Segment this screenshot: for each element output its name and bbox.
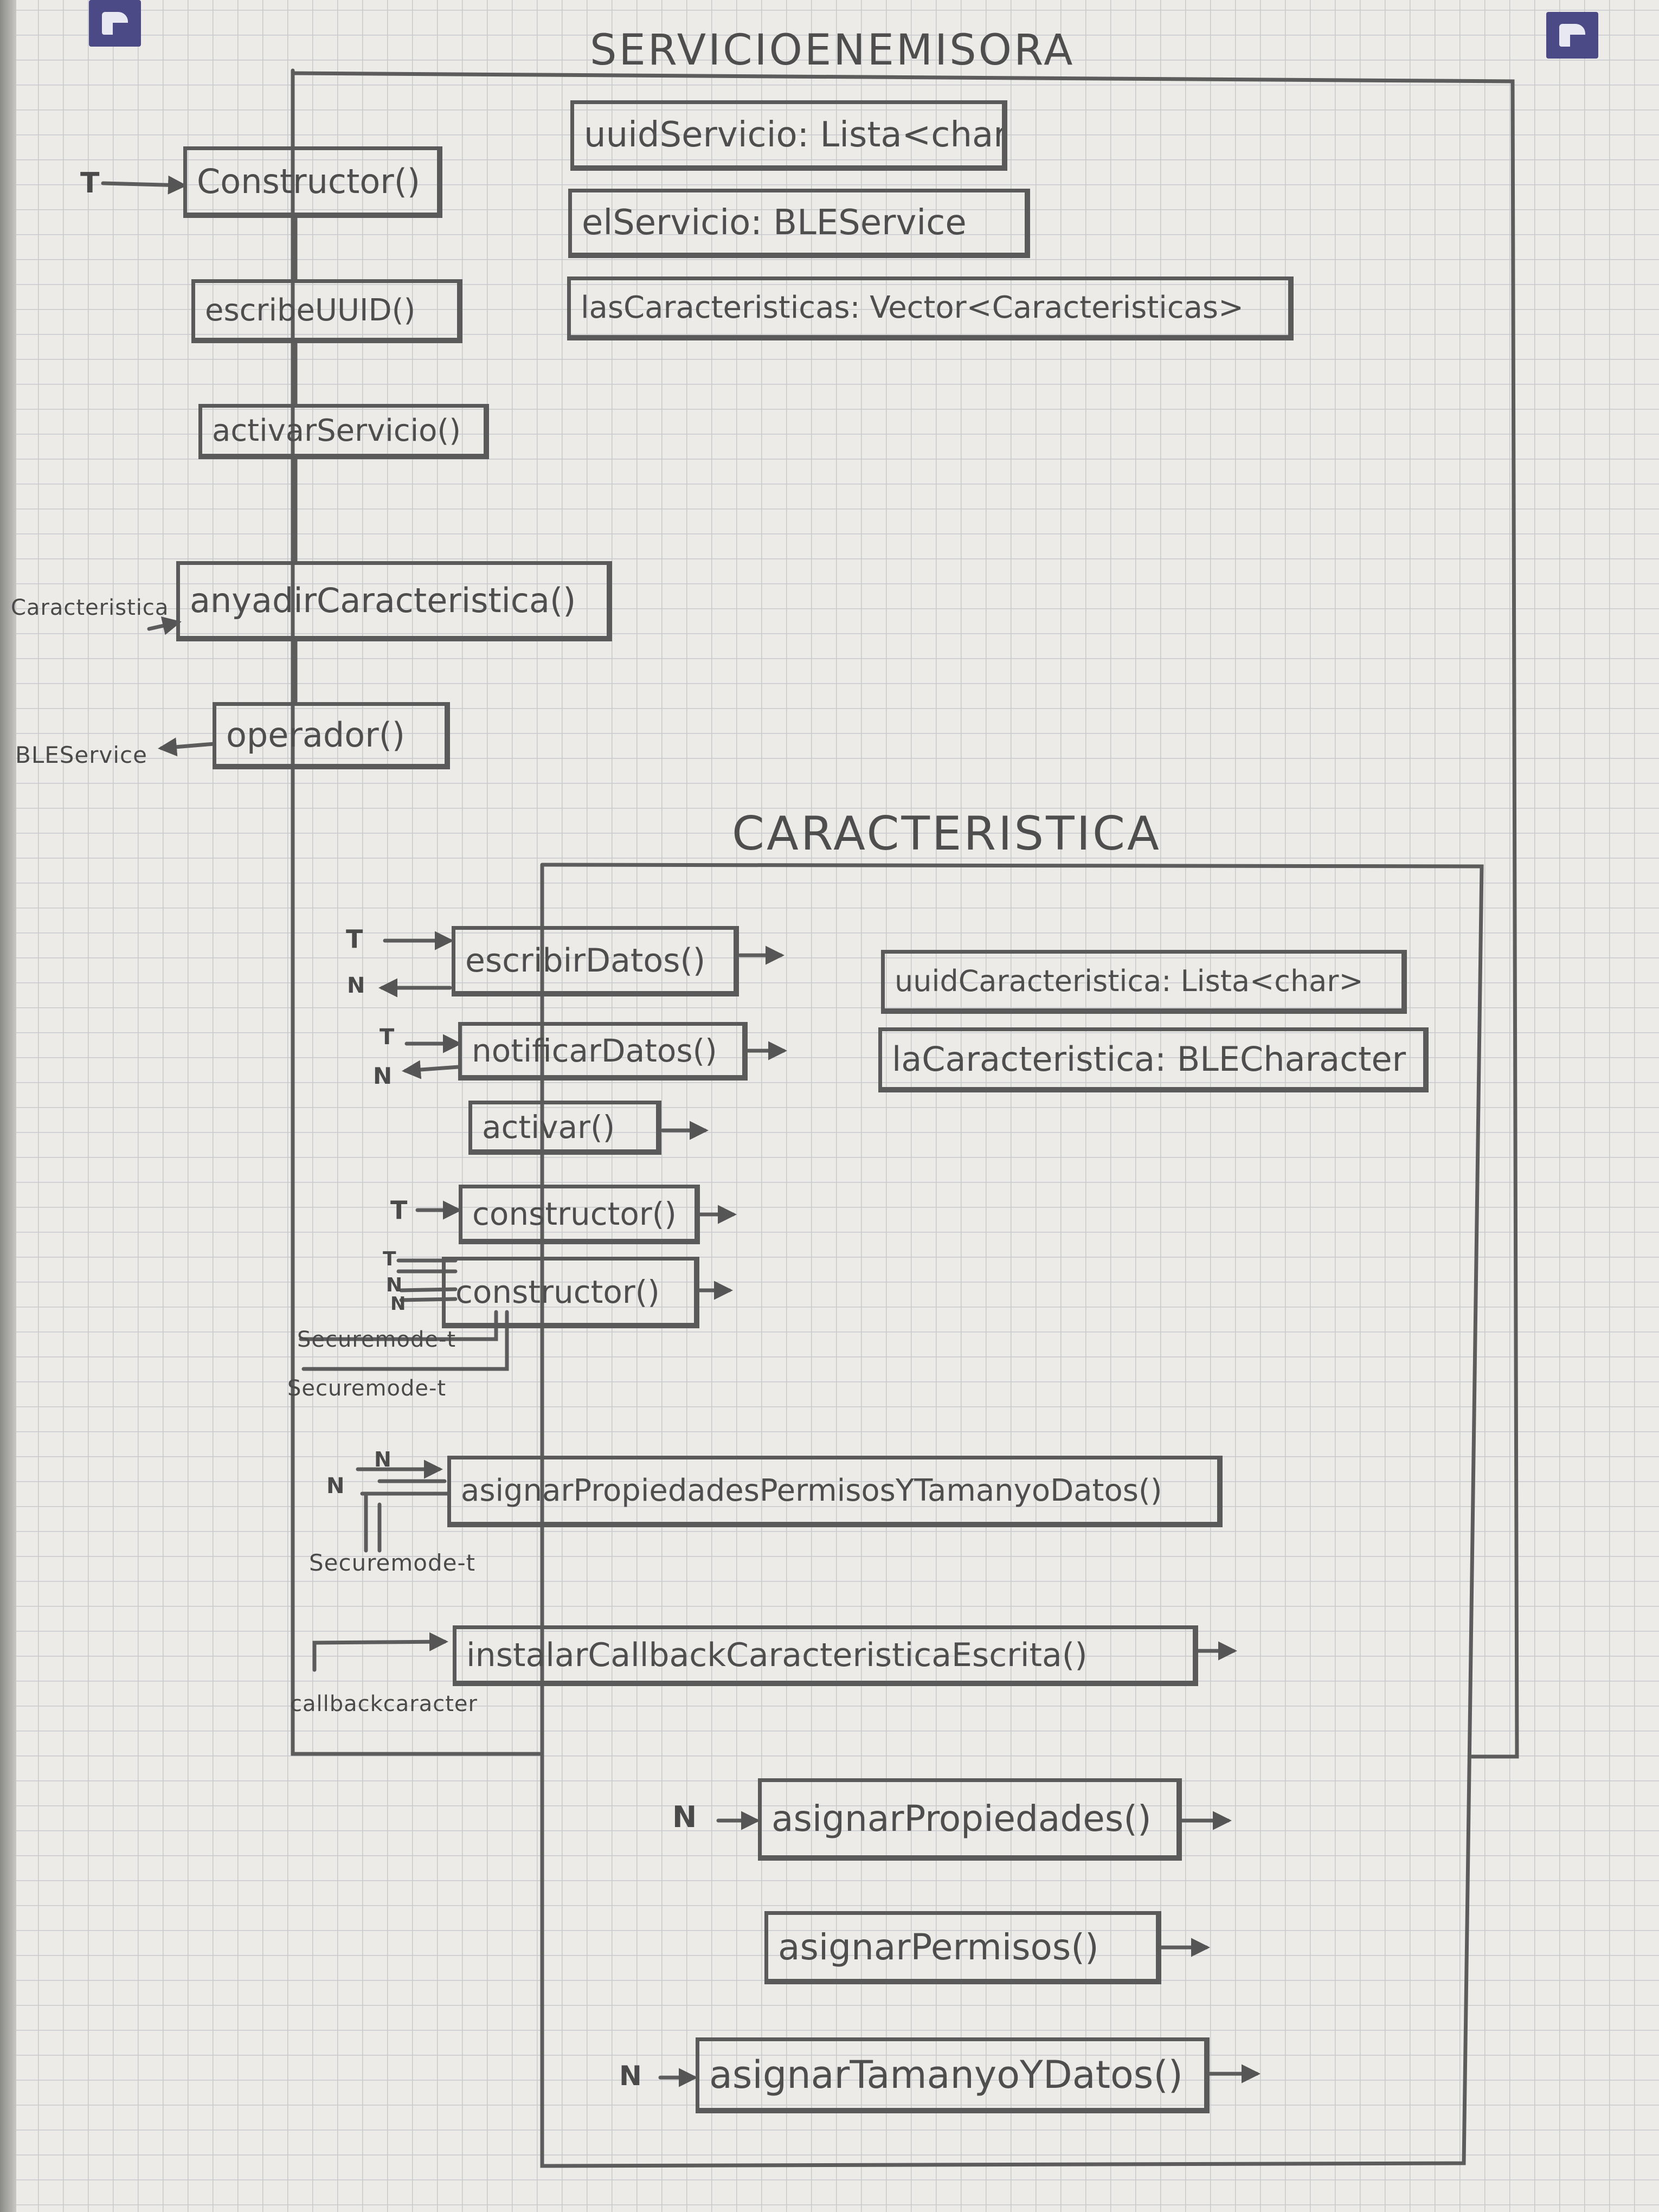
corner-tab-top-left [89,0,141,47]
param-constructor2-n: N [386,1274,403,1296]
param-securemode-2: Securemode-t [287,1376,447,1401]
param-bleservice: BLEService [15,742,147,768]
method-constructor-2: constructor() [442,1257,699,1328]
method-escribe-uuid: escribeUUID() [191,279,462,343]
param-asignar-ppt-n2: N [326,1474,345,1499]
arrow-constructor2-n [399,1287,458,1293]
corner-tab-top-right [1546,12,1598,59]
outer-frame-right [291,71,1519,1759]
param-escribir-n: N [347,973,365,998]
param-constructor-t: T [80,167,100,200]
param-securemode-1: Securemode-t [297,1327,456,1352]
method-constructor-1: constructor() [459,1185,700,1244]
param-constructor2-t: T [383,1248,396,1270]
method-anyadir-caracteristica: anyadirCaracteristica() [176,561,612,641]
param-escribir-t: T [346,924,363,954]
method-asignar-tamanyo-datos: asignarTamanyoYDatos() [696,2037,1210,2113]
param-propiedades-n: N [672,1800,697,1834]
arrow-notificar-n [402,1060,460,1079]
method-activar-servicio: activarServicio() [198,404,489,459]
param-callback: callbackcaracter [290,1692,478,1716]
arrow-anyadir-in [147,616,182,635]
attr-las-caracteristicas: lasCaracteristicas: Vector<Caracteristic… [567,276,1294,340]
arrow-operador-out [158,737,216,757]
param-constructor1-t: T [390,1195,408,1225]
inner-frame [540,863,1484,2168]
param-constructor2-n2: N [390,1293,406,1315]
method-asignar-permisos: asignarPermisos() [764,1911,1161,1984]
inner-class-title: CARACTERISTICA [732,807,1161,861]
line-securemode-1 [299,1310,498,1341]
method-operador: operador() [213,702,450,769]
param-securemode-3: Securemode-t [309,1549,476,1576]
method-constructor: Constructor() [183,146,442,218]
method-instalar-callback: instalarCallbackCaracteristicaEscrita() [453,1625,1198,1686]
method-activar: activar() [468,1101,661,1155]
method-asignar-propiedades-permisos-tamanyo: asignarPropiedadesPermisosYTamanyoDatos(… [447,1456,1223,1527]
attr-uuid-caracteristica: uuidCaracteristica: Lista<char> [881,950,1407,1014]
method-notificar-datos: notificarDatos() [458,1022,748,1081]
arrow-constructor-in [101,175,187,195]
param-notificar-n: N [373,1063,393,1089]
outer-class-title: SERVICIOENEMISORA [590,26,1075,75]
param-notificar-t: T [380,1025,395,1050]
outer-frame-left [291,68,542,1756]
attr-uuid-servicio: uuidServicio: Lista<char> [570,100,1007,171]
arrow-constructor2-n [399,1297,458,1302]
attr-el-servicio: elServicio: BLEService [568,189,1030,258]
method-asignar-propiedades: asignarPropiedades() [758,1778,1182,1861]
notebook-binding [0,0,16,2212]
param-asignar-ppt-n1: N [374,1448,391,1471]
param-tamanyo-n: N [619,2060,642,2092]
method-escribir-datos: escribirDatos() [452,926,739,996]
attr-la-caracteristica: laCaracteristica: BLECharacter [878,1027,1429,1092]
arrow-callback-in [312,1632,448,1672]
line-securemode-2 [301,1310,509,1371]
param-caracteristica: Caracteristica [11,595,169,620]
